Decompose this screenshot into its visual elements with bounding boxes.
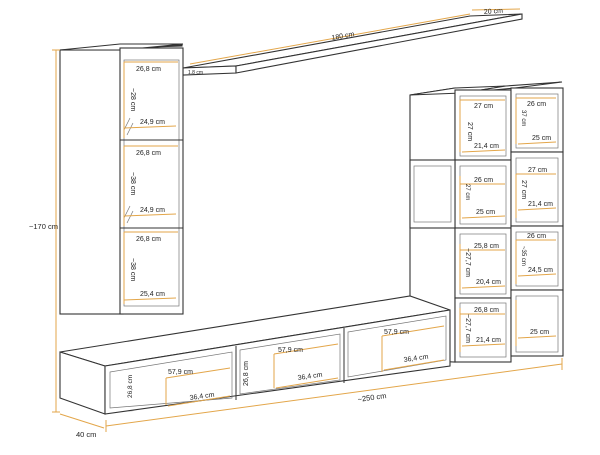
cube-m2-d-label: 21,4 cm — [528, 201, 553, 208]
tv-c3-width-label: 57,9 cm — [384, 329, 409, 336]
tall-cabinet-front — [119, 47, 184, 315]
overall-height-label: ~170 cm — [29, 222, 58, 231]
overall-dimensions: ~170 cm ~250 cm 40 cm — [29, 49, 563, 439]
cube-b3-h-label: ~27,7 cm — [464, 314, 471, 343]
tv-compartment-2 — [239, 333, 341, 395]
cube-side-open — [409, 159, 456, 229]
cube-m2-h-label: 27 cm — [520, 180, 527, 199]
tc-depth-3-label: 25,4 cm — [140, 291, 165, 298]
cube-t2-h-label: 37 cm — [520, 110, 526, 126]
shelf-length-label: 180 cm — [331, 31, 355, 42]
shelf-depth-label: 20 cm — [484, 8, 504, 16]
tc-depth-1-label: 24,9 cm — [140, 119, 165, 126]
cube-b2-w-label: 26 cm — [527, 233, 546, 240]
cube-t2-d-label: 25 cm — [532, 135, 551, 142]
tv-c2-height-label: 26,8 cm — [243, 361, 250, 386]
cube-b2-d-label: 24,5 cm — [528, 267, 553, 274]
wall-shelf: 180 cm 20 cm 1.8 cm — [182, 8, 523, 76]
cube-b4-d-label: 25 cm — [530, 329, 549, 336]
tv-c1-width-label: 57,9 cm — [168, 369, 193, 376]
tv-compartment-1 — [109, 351, 233, 409]
tc-width-top-label: 26,8 cm — [136, 66, 161, 73]
cube-top-1 — [454, 89, 512, 161]
cube-t1-d-dimline — [461, 149, 506, 153]
cube-bottom-4 — [510, 289, 564, 357]
tv-c2-depth-label: 36,4 cm — [297, 372, 323, 382]
cube-m1-d-label: 25 cm — [476, 209, 495, 216]
cube-t1-w-label: 27 cm — [474, 103, 493, 110]
tc-height-3-label: ~38 cm — [129, 258, 136, 281]
tall-cabinet: 26,8 cm ~28 cm 24,9 cm 26,8 cm ~38 cm 24… — [59, 43, 184, 315]
shelf-side-face — [235, 13, 523, 74]
tv-c3-w-dimline — [381, 325, 445, 337]
tv-c1-depth-label: 36,4 cm — [189, 392, 215, 402]
tv-c2-w-dimline — [273, 343, 339, 355]
cube-t2-w-label: 26 cm — [527, 101, 546, 108]
shelf-thickness-label: 1.8 cm — [188, 70, 203, 76]
tc-depth-1-dimline — [123, 125, 177, 129]
tc-width-2-label: 26,8 cm — [136, 150, 161, 157]
overall-width-label: ~250 cm — [357, 391, 387, 404]
tv-compartment-3 — [347, 315, 447, 378]
tc-depth-3-dimline — [123, 297, 177, 301]
cube-b3-d-dimline — [461, 343, 506, 347]
cube-b1-h-label: ~27,7 cm — [464, 248, 471, 277]
cube-b4-d-dimline — [517, 335, 557, 339]
cube-b1-d-label: 20,4 cm — [476, 279, 501, 286]
tv-c2-d-dimline — [275, 377, 339, 389]
tc-height-1-label: ~28 cm — [129, 88, 136, 111]
cube-top-2 — [510, 87, 564, 153]
tall-cabinet-top — [59, 43, 184, 51]
shelf-top-face — [182, 13, 523, 69]
cube-b1-d-dimline — [461, 285, 506, 289]
tall-cabinet-side — [59, 49, 124, 315]
cube-m1-d-dimline — [461, 215, 506, 219]
tv-unit: 57,9 cm 36,4 cm 26,8 cm 57,9 cm 36,4 cm … — [59, 295, 451, 415]
tc-depth-2-dimline — [123, 213, 177, 217]
cube-m1-w-label: 26 cm — [474, 177, 493, 184]
tv-c1-w-dimline — [165, 367, 231, 379]
cube-t1-h-label: 27 cm — [466, 122, 473, 141]
tv-c3-depth-label: 36,4 cm — [403, 354, 429, 364]
tv-c2-width-label: 57,9 cm — [278, 347, 303, 354]
cube-t1-d-label: 21,4 cm — [474, 143, 499, 150]
cube-m2-d-dimline — [517, 207, 557, 211]
glass-hatch-2 — [126, 122, 134, 136]
cube-m2-w-label: 27 cm — [528, 167, 547, 174]
cube-m1-h-label: 27 cm — [464, 184, 470, 200]
overall-depth-dimline — [59, 413, 105, 429]
cube-b2-h-label: ~35 cm — [520, 246, 526, 266]
tv-unit-front — [104, 309, 451, 415]
overall-depth-label: 40 cm — [76, 430, 96, 439]
overall-width-dimline — [105, 363, 563, 427]
tc-height-2-label: ~38 cm — [129, 172, 136, 195]
cube-b3-d-label: 21,4 cm — [476, 337, 501, 344]
tv-c1-height-label: 26,8 cm — [127, 375, 134, 398]
tv-c3-d-dimline — [383, 359, 445, 371]
tv-c1-d-dimline — [167, 395, 231, 407]
cube-side-open-inner — [413, 165, 452, 223]
cube-stack: 27 cm 27 cm 21,4 cm 26 cm 37 cm 25 cm 26… — [409, 81, 564, 363]
cube-b3-w-label: 26,8 cm — [474, 307, 499, 314]
cube-bottom-3 — [454, 297, 512, 363]
cube-mid-2 — [510, 151, 564, 227]
shelf-length-dimline — [189, 13, 471, 65]
shelf-depth-dimline — [471, 8, 521, 11]
cube-b2-d-dimline — [517, 273, 557, 277]
tc-depth-2-label: 24,9 cm — [140, 207, 165, 214]
cube-bottom-2 — [510, 225, 564, 291]
cube-t2-d-dimline — [517, 141, 557, 145]
glass-hatch-4 — [126, 210, 134, 224]
tc-width-3-label: 26,8 cm — [136, 236, 161, 243]
cube-b1-w-label: 25,8 cm — [474, 243, 499, 250]
